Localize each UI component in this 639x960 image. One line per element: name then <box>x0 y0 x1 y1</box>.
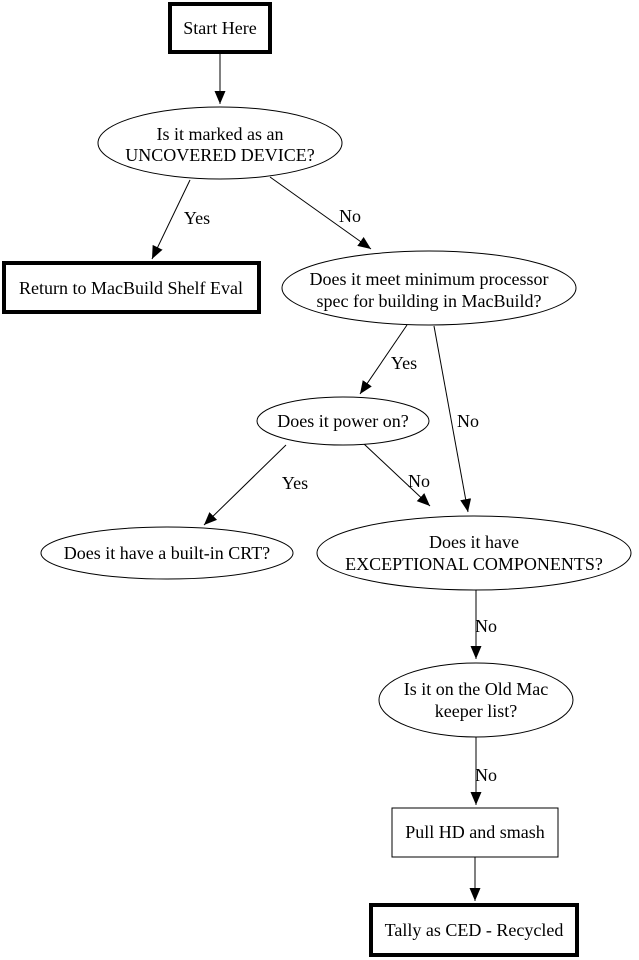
node-exceptional-components: Does it have EXCEPTIONAL COMPONENTS? <box>316 515 632 591</box>
exceptional-components-ellipse <box>316 515 632 591</box>
uncovered-device-ellipse <box>97 106 343 180</box>
node-uncovered-device: Is it marked as an UNCOVERED DEVICE? <box>97 106 343 180</box>
old-mac-keeper-ellipse <box>378 662 574 738</box>
old-mac-keeper-label-line2: keeper list? <box>435 701 517 721</box>
old-mac-keeper-label-line1: Is it on the Old Mac <box>404 679 548 699</box>
return-shelf-eval-label: Return to MacBuild Shelf Eval <box>19 278 243 298</box>
edge-label-keeper-no: No <box>475 765 497 785</box>
edge-label-processor-yes: Yes <box>391 353 417 373</box>
processor-spec-label-line1: Does it meet minimum processor <box>310 269 549 289</box>
edge-label-power-no: No <box>408 471 430 491</box>
edge-label-uncovered-no: No <box>339 206 361 226</box>
node-old-mac-keeper: Is it on the Old Mac keeper list? <box>378 662 574 738</box>
edge-label-processor-no: No <box>457 411 479 431</box>
edge-label-power-yes: Yes <box>282 473 308 493</box>
tally-ced-box <box>369 903 579 957</box>
start-box <box>168 2 272 54</box>
power-on-label: Does it power on? <box>277 411 408 431</box>
edge-label-exceptional-no: No <box>475 616 497 636</box>
node-built-in-crt: Does it have a built-in CRT? <box>40 526 294 580</box>
processor-spec-ellipse <box>281 250 577 326</box>
edge-power-no <box>363 443 431 507</box>
node-return-shelf-eval: Return to MacBuild Shelf Eval <box>2 261 261 314</box>
tally-ced-label: Tally as CED - Recycled <box>385 920 564 940</box>
edge-processor-no <box>433 325 472 513</box>
edge-uncovered-no <box>269 176 372 250</box>
node-tally-ced: Tally as CED - Recycled <box>369 903 579 957</box>
exceptional-components-label-line2: EXCEPTIONAL COMPONENTS? <box>345 554 603 574</box>
power-on-ellipse <box>256 396 430 446</box>
uncovered-device-label-line2: UNCOVERED DEVICE? <box>125 145 314 165</box>
built-in-crt-label: Does it have a built-in CRT? <box>64 543 270 563</box>
uncovered-device-label-line1: Is it marked as an <box>157 124 284 144</box>
edge-uncovered-yes <box>151 179 191 260</box>
pull-hd-box <box>391 807 559 858</box>
node-processor-spec: Does it meet minimum processor spec for … <box>281 250 577 326</box>
processor-spec-label-line2: spec for building in MacBuild? <box>317 291 542 311</box>
exceptional-components-label-line1: Does it have <box>429 532 519 552</box>
node-pull-hd: Pull HD and smash <box>391 807 559 858</box>
start-label: Start Here <box>183 18 256 38</box>
edge-label-uncovered-yes: Yes <box>184 208 210 228</box>
edge-processor-yes <box>359 324 408 395</box>
edge-power-yes <box>203 444 287 526</box>
pull-hd-label: Pull HD and smash <box>405 822 545 842</box>
node-start: Start Here <box>168 2 272 54</box>
built-in-crt-ellipse <box>40 526 294 580</box>
return-shelf-eval-box <box>2 261 261 314</box>
node-power-on: Does it power on? <box>256 396 430 446</box>
